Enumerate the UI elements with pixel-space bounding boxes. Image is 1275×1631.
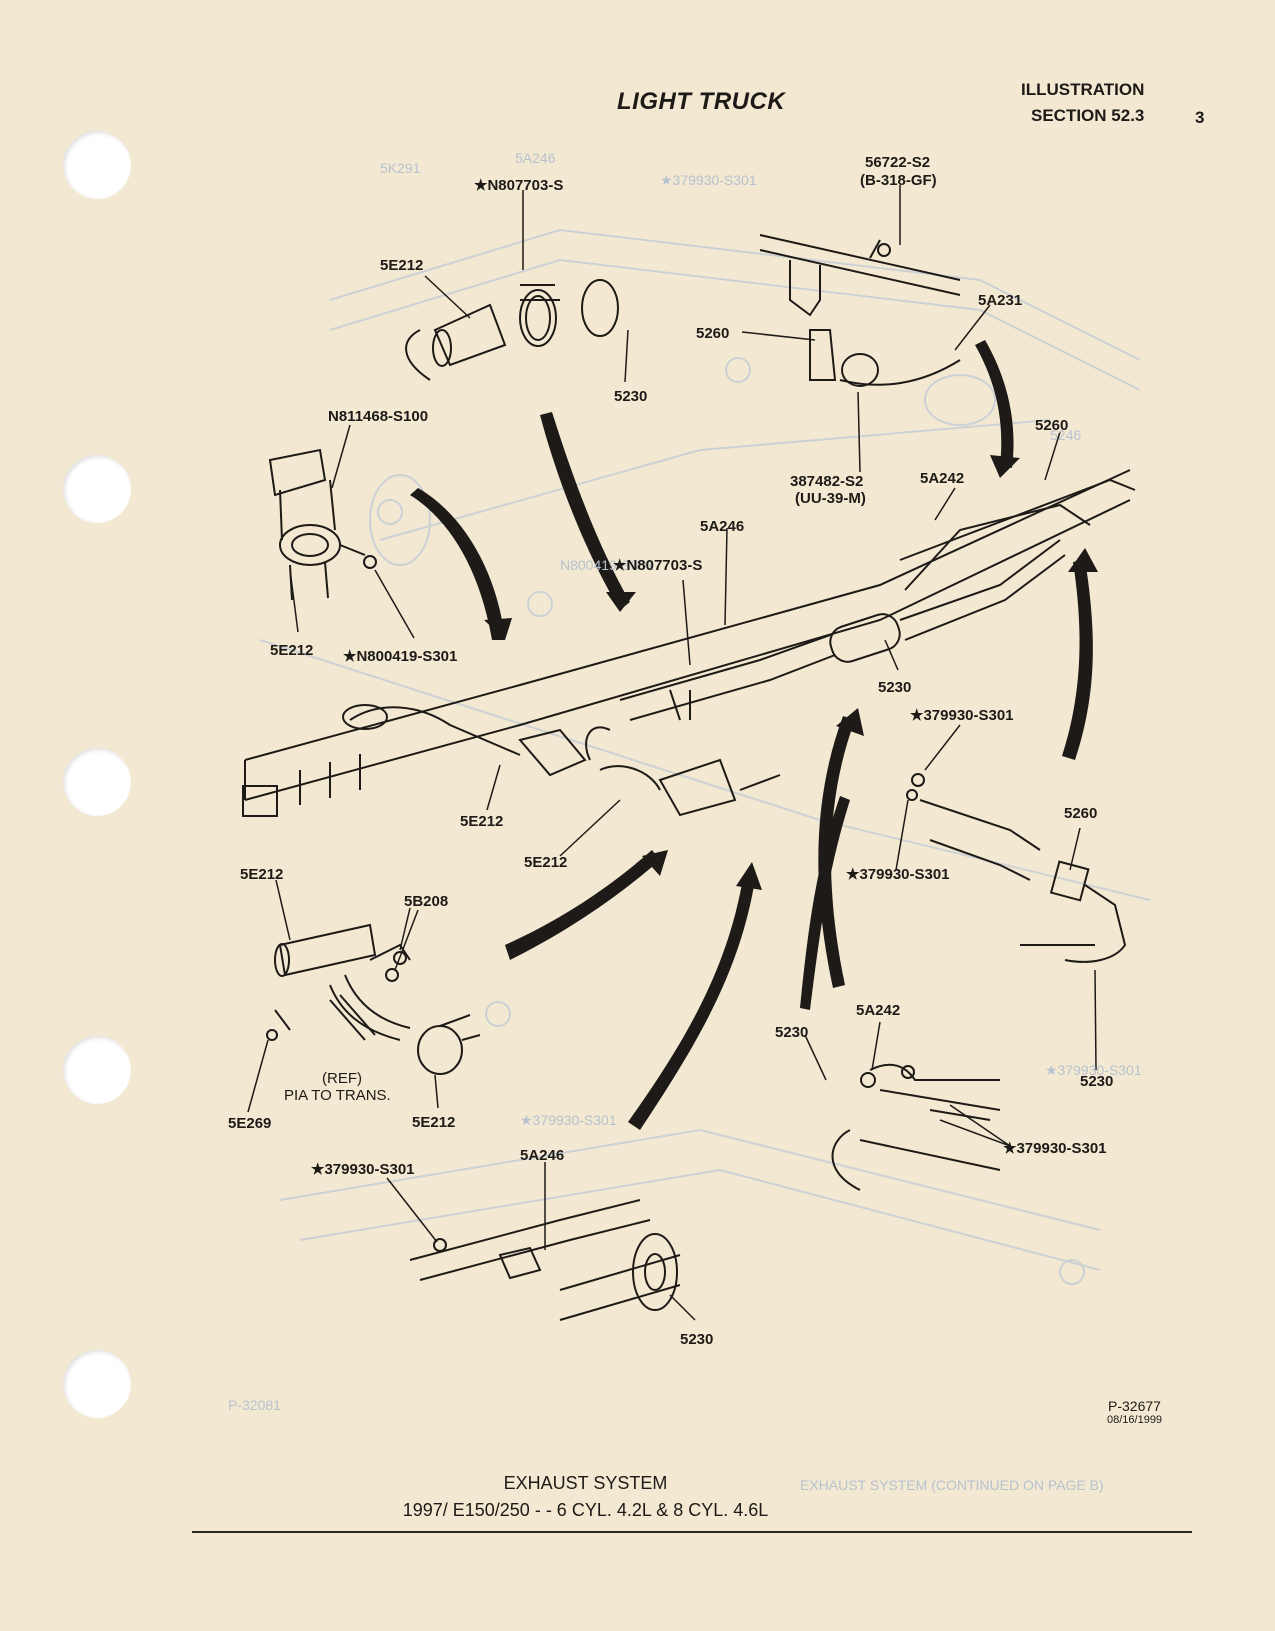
- leader-lines: [247, 185, 1097, 1321]
- drawing-reference-number: P-32677: [1108, 1398, 1161, 1414]
- label-5260-lower: 5260: [1064, 805, 1097, 822]
- figure-caption-title: EXHAUST SYSTEM: [503, 1473, 668, 1493]
- detail-clamp-top: [405, 279, 619, 381]
- label-b318-gf: (B-318-GF): [860, 172, 937, 189]
- svg-text:★379930-S301: ★379930-S301: [1045, 1062, 1142, 1078]
- label-5e212-bottom: 5E212: [412, 1114, 455, 1131]
- label-5a246-bottom: 5A246: [520, 1147, 564, 1164]
- page-number: 3: [1195, 108, 1205, 127]
- detail-ypipe: [266, 923, 481, 1075]
- page-title: LIGHT TRUCK: [617, 88, 786, 115]
- svg-text:5A246: 5A246: [515, 150, 556, 166]
- label-5a242-right: 5A242: [920, 470, 964, 487]
- label-379930-s301-a: ★379930-S301: [910, 707, 1014, 724]
- bleed-through-text: ★379930-S301 5A246 5K291 5246 N800419-S3…: [228, 150, 1142, 1493]
- illustration-heading: ILLUSTRATION: [1021, 80, 1145, 99]
- svg-text:★379930-S301: ★379930-S301: [660, 172, 757, 188]
- label-5260-right: 5260: [1035, 417, 1068, 434]
- bottom-rule: [192, 1531, 1192, 1533]
- binder-hole: [63, 131, 131, 199]
- label-5a242-lower: 5A242: [856, 1002, 900, 1019]
- label-5a246-mid: 5A246: [700, 518, 744, 535]
- label-ref: (REF): [322, 1070, 362, 1087]
- svg-text:★379930-S301: ★379930-S301: [520, 1112, 617, 1128]
- label-n807703-mid: ★N807703-S: [613, 557, 702, 574]
- label-5a231: 5A231: [978, 292, 1022, 309]
- svg-text:N800419-S301: N800419-S301: [560, 557, 654, 573]
- detail-hanger-top: [759, 234, 961, 387]
- label-5230-mid: 5230: [878, 679, 911, 696]
- label-5e212-top: 5E212: [380, 257, 423, 274]
- svg-text:P-32081: P-32081: [228, 1397, 281, 1413]
- label-387482-s2: 387482-S2: [790, 473, 863, 490]
- label-n800419-s301: ★N800419-S301: [343, 648, 457, 665]
- binder-hole: [63, 1350, 131, 1418]
- detail-flange-left: [268, 448, 377, 601]
- detail-muffler-hanger: [409, 1199, 681, 1321]
- frame-rail: [242, 469, 1136, 817]
- label-5230-lower: 5230: [775, 1024, 808, 1041]
- label-379930-s301-b: ★379930-S301: [846, 866, 950, 883]
- callout-labels: ★N807703-S 5E212 5230 56722-S2 (B-318-GF…: [228, 154, 1113, 1348]
- drawing-date: 08/16/1999: [1107, 1414, 1163, 1426]
- label-uu39-m: (UU-39-M): [795, 490, 866, 507]
- label-n811468-s100: N811468-S100: [328, 408, 428, 425]
- binder-hole: [63, 748, 131, 816]
- binder-hole: [63, 455, 131, 523]
- label-5b208: 5B208: [404, 893, 448, 910]
- label-pia-to-trans: PIA TO TRANS.: [284, 1087, 391, 1104]
- svg-text:5246: 5246: [1050, 427, 1081, 443]
- pointer-arrows: [410, 340, 1098, 1130]
- label-379930-s301-d: ★379930-S301: [311, 1161, 415, 1178]
- label-5e212-center: 5E212: [460, 813, 503, 830]
- label-5e212-lowleft: 5E212: [240, 866, 283, 883]
- label-n807703-top: ★N807703-S: [474, 177, 563, 194]
- label-5230-bottom: 5230: [680, 1331, 713, 1348]
- label-5e212-center2: 5E212: [524, 854, 567, 871]
- label-5230-top: 5230: [614, 388, 647, 405]
- label-5230-right: 5230: [1080, 1073, 1113, 1090]
- label-5e212-left: 5E212: [270, 642, 313, 659]
- label-5260-top: 5260: [696, 325, 729, 342]
- section-heading: SECTION 52.3: [1031, 106, 1145, 125]
- detail-hanger-right: [906, 773, 1127, 963]
- label-379930-s301-c: ★379930-S301: [1003, 1140, 1107, 1157]
- exhaust-pipes: [342, 539, 1066, 817]
- label-56722-s2: 56722-S2: [865, 154, 930, 171]
- figure-caption-subtitle: 1997/ E150/250 - - 6 CYL. 4.2L & 8 CYL. …: [402, 1500, 769, 1520]
- binder-hole: [63, 1036, 131, 1104]
- bleed-through-drawing: [259, 228, 1151, 1285]
- svg-text:EXHAUST SYSTEM (CONTINUED ON P: EXHAUST SYSTEM (CONTINUED ON PAGE B): [800, 1477, 1104, 1493]
- label-5e269: 5E269: [228, 1115, 271, 1132]
- detail-tailpipe: [831, 1063, 1001, 1191]
- svg-text:5K291: 5K291: [380, 160, 421, 176]
